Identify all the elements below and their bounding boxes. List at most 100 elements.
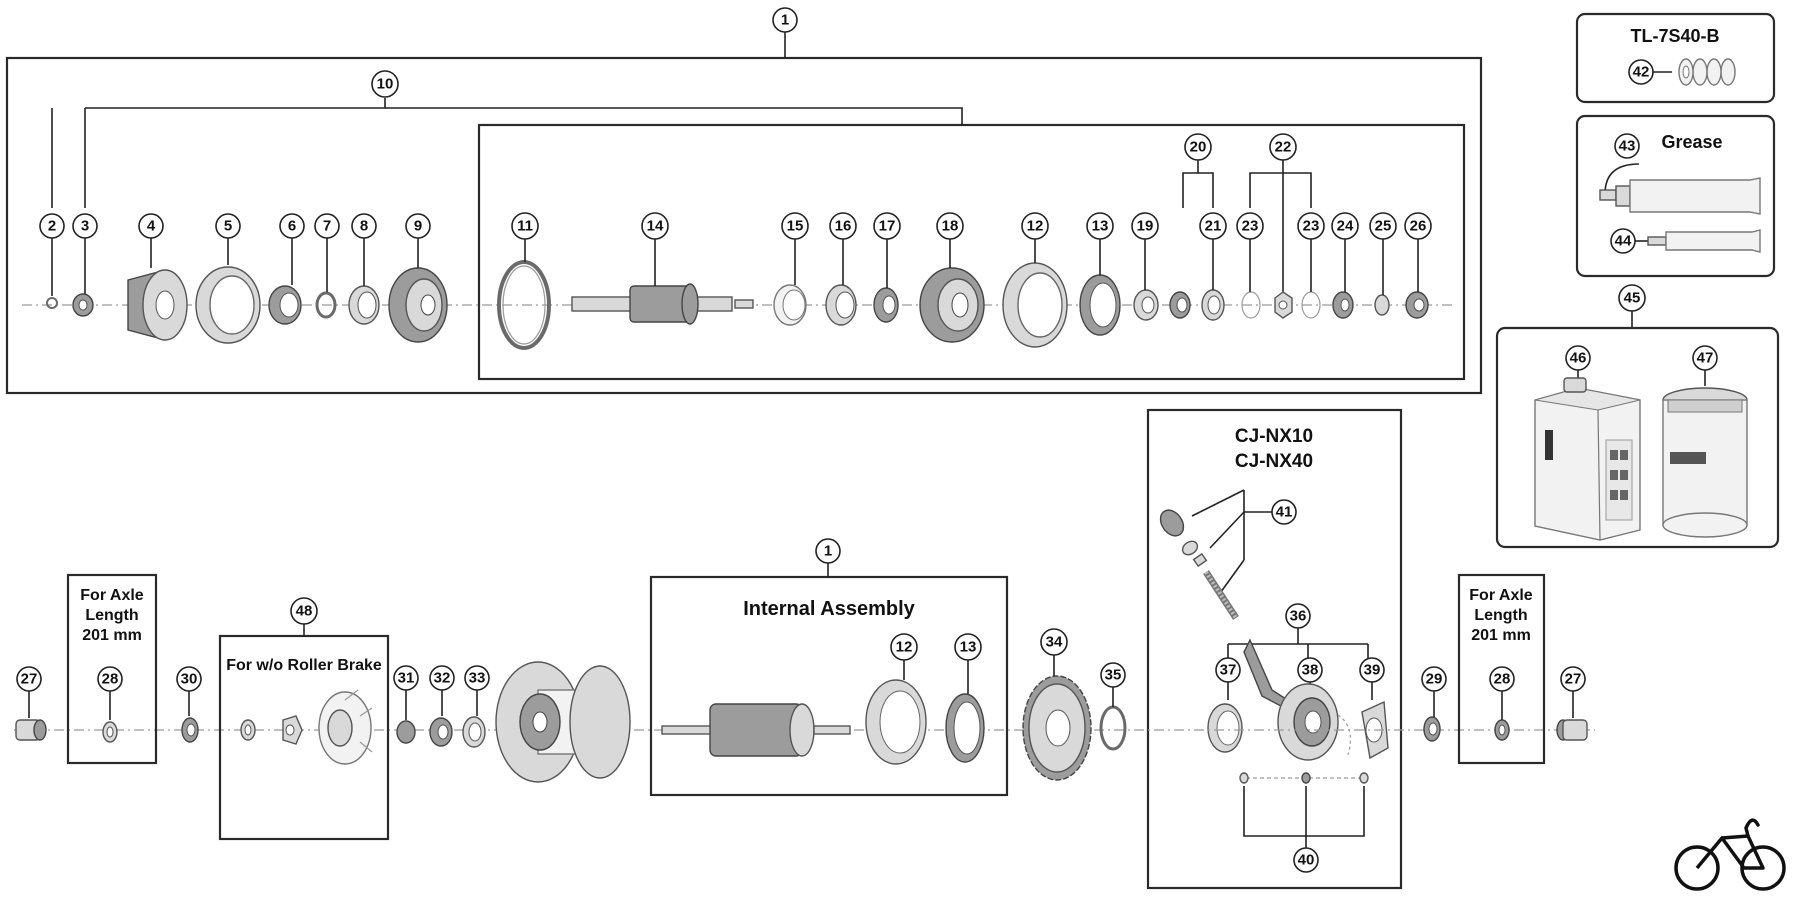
- svg-text:24: 24: [1337, 218, 1354, 235]
- part-12-ball-cup: [1002, 262, 1068, 348]
- cj-title-line2: CJ-NX40: [1235, 451, 1313, 472]
- svg-text:43: 43: [1619, 138, 1636, 155]
- svg-text:1: 1: [781, 12, 789, 29]
- svg-text:31: 31: [398, 670, 415, 687]
- part-9-carrier: [388, 267, 448, 343]
- bubble-27-right: 27: [1560, 666, 1586, 692]
- svg-text:20: 20: [1190, 139, 1207, 156]
- svg-text:32: 32: [434, 670, 451, 687]
- bubble-3: 3: [72, 213, 98, 239]
- part-2-circlip: [46, 297, 58, 309]
- bubble-34: 34: [1040, 628, 1068, 656]
- svg-text:13: 13: [960, 639, 977, 656]
- part-23-washer-a: [1241, 291, 1261, 319]
- part-29-lock-washer-right: [1423, 716, 1441, 742]
- part-44-grease-tube-small: [1647, 229, 1761, 253]
- svg-text:41: 41: [1276, 504, 1293, 521]
- bubble-26: 26: [1404, 212, 1432, 240]
- bubble-27-left: 27: [16, 666, 42, 692]
- bubble-17: 17: [873, 212, 901, 240]
- part-33-seal: [462, 716, 486, 748]
- part-30-lock-washer: [181, 717, 199, 743]
- bubble-21: 21: [1199, 212, 1227, 240]
- svg-text:37: 37: [1220, 662, 1237, 679]
- bubble-18: 18: [936, 212, 964, 240]
- bubble-15: 15: [781, 212, 809, 240]
- bubble-20: 20: [1184, 133, 1212, 161]
- svg-text:1: 1: [824, 543, 832, 560]
- svg-text:44: 44: [1615, 233, 1632, 250]
- bubble-25: 25: [1369, 212, 1397, 240]
- bubble-29: 29: [1421, 666, 1447, 692]
- part-47-grease-jar: [1662, 387, 1748, 538]
- part-4-driver: [127, 269, 188, 341]
- bubble-4: 4: [138, 213, 164, 239]
- part-40-screws: [1239, 772, 1369, 784]
- svg-text:16: 16: [835, 218, 852, 235]
- part-8-ring: [348, 285, 380, 325]
- axle-right-line3: 201 mm: [1471, 627, 1531, 644]
- bubble-48: 48: [290, 597, 318, 625]
- bubble-24: 24: [1331, 212, 1359, 240]
- svg-text:12: 12: [896, 639, 913, 656]
- svg-text:14: 14: [647, 218, 664, 235]
- part-31-ring: [396, 720, 416, 744]
- bubble-37: 37: [1215, 657, 1241, 683]
- bubble-39: 39: [1359, 657, 1385, 683]
- bubble-44: 44: [1610, 228, 1636, 254]
- roller-brake-title: For w/o Roller Brake: [226, 657, 382, 674]
- internal-assembly-title: Internal Assembly: [743, 598, 915, 620]
- bubble-10: 10: [371, 70, 399, 98]
- svg-text:46: 46: [1570, 350, 1587, 367]
- main-assembly-frame: [5, 56, 1483, 395]
- grease-box: [1575, 114, 1776, 278]
- bubble-38: 38: [1297, 657, 1323, 683]
- svg-text:38: 38: [1302, 662, 1319, 679]
- grease-box-title: Grease: [1661, 132, 1722, 152]
- svg-text:29: 29: [1426, 671, 1443, 688]
- svg-text:12: 12: [1027, 218, 1044, 235]
- svg-text:27: 27: [1565, 671, 1582, 688]
- part-13-dust-cap-bottom: [945, 693, 985, 763]
- top-callouts: [51, 238, 1419, 296]
- bubble-8: 8: [351, 213, 377, 239]
- axle-right-line2: Length: [1474, 607, 1527, 624]
- oil-kit-box: [1495, 326, 1780, 549]
- svg-text:19: 19: [1137, 218, 1154, 235]
- part-25-washer: [1374, 294, 1390, 316]
- part-27-axle-nut-left: [15, 719, 47, 741]
- bubble-41: 41: [1271, 499, 1297, 525]
- bubble-47: 47: [1692, 345, 1718, 371]
- part-5-ring: [195, 266, 261, 344]
- svg-text:22: 22: [1275, 139, 1292, 156]
- svg-text:34: 34: [1046, 634, 1063, 651]
- bubble-28-left: 28: [97, 666, 123, 692]
- svg-text:33: 33: [469, 670, 486, 687]
- bubble-6: 6: [279, 213, 305, 239]
- svg-text:18: 18: [942, 218, 959, 235]
- cassette-joint-box: [1146, 408, 1403, 890]
- bubble-36: 36: [1285, 603, 1311, 629]
- axle-length-box-right: [1457, 573, 1546, 765]
- bubble-13-bottom: 13: [954, 633, 982, 661]
- bicycle-icon: [1674, 818, 1786, 891]
- svg-text:6: 6: [288, 218, 296, 235]
- bubble-32: 32: [429, 665, 455, 691]
- bubble-45: 45: [1618, 284, 1646, 312]
- bubble-28-right: 28: [1489, 666, 1515, 692]
- axle-left-line2: Length: [85, 607, 138, 624]
- part-24-nut: [1332, 291, 1354, 319]
- svg-text:39: 39: [1364, 662, 1381, 679]
- svg-text:9: 9: [414, 218, 422, 235]
- part-41-cable-parts: [1159, 509, 1239, 620]
- internal-assembly-box: [649, 575, 1009, 797]
- bubble-31: 31: [393, 665, 419, 691]
- part-7-washer: [315, 291, 337, 319]
- part-26-cone: [1405, 291, 1429, 319]
- svg-text:5: 5: [224, 218, 232, 235]
- bubble-40: 40: [1293, 847, 1319, 873]
- svg-text:30: 30: [181, 671, 198, 688]
- bubble-30: 30: [176, 666, 202, 692]
- bubble-11: 11: [511, 212, 539, 240]
- svg-text:8: 8: [360, 218, 368, 235]
